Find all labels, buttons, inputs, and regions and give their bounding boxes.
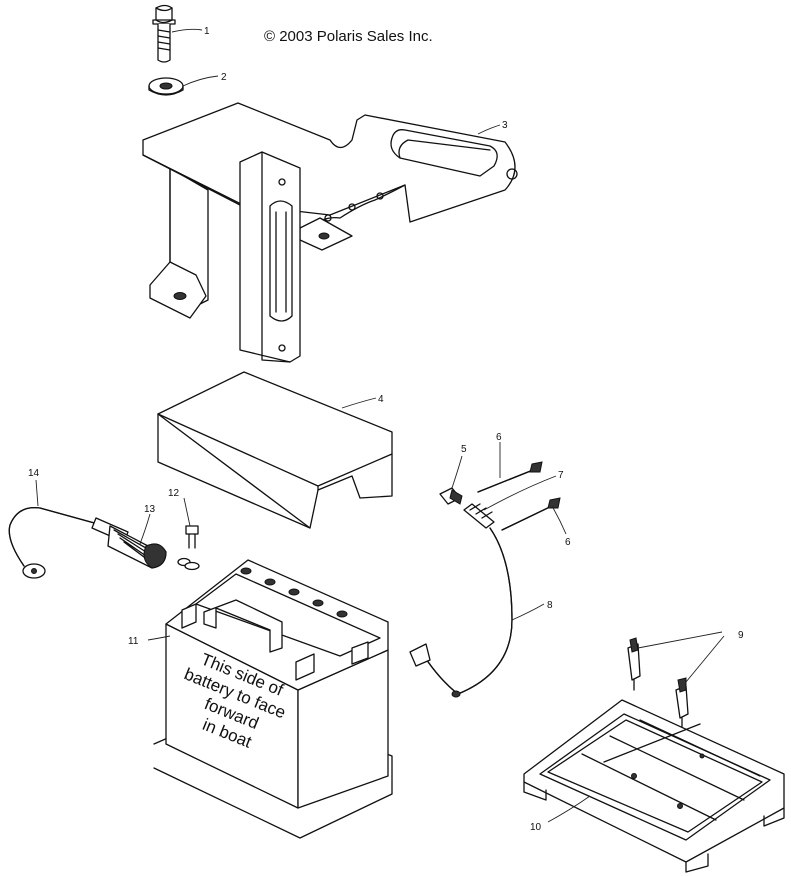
part-6-cable-tie-lower [501,497,561,531]
callout-13: 13 [144,504,156,515]
callout-10: 10 [530,822,542,833]
leader-lines [35,28,725,823]
callout-11: 11 [128,636,139,647]
part-6-cable-tie-upper [477,461,543,493]
copyright-text: © 2003 Polaris Sales Inc. [264,28,433,45]
part-13-terminal-boot [107,525,191,569]
callout-2: 2 [221,72,227,83]
part-11-battery [153,559,393,839]
part-7-connector [463,503,495,529]
callout-9: 9 [738,630,744,641]
callout-5: 5 [461,444,467,455]
callout-4: 4 [378,394,384,405]
part-12-screw [184,525,200,571]
part-4-battery-cover [157,371,393,529]
callout-6-upper: 6 [496,432,502,443]
callout-1: 1 [204,26,210,37]
callout-8: 8 [547,600,553,611]
part-10-battery-tray [523,699,785,873]
part-14-ground-cable [8,506,129,579]
part-2-washer [148,77,184,96]
callout-3: 3 [502,120,508,131]
callout-numbers: 1 2 3 4 5 6 7 6 8 9 10 11 12 13 14 [28,26,744,833]
part-5-fitting [439,487,463,505]
callout-7: 7 [558,470,564,481]
callout-14: 14 [28,468,40,479]
callout-12: 12 [168,488,180,499]
part-8-positive-cable [409,527,513,698]
part-9-fasteners [627,637,689,801]
part-1-bolt [152,4,176,63]
part-3-bracket [142,102,518,363]
callout-6-lower: 6 [565,537,571,548]
